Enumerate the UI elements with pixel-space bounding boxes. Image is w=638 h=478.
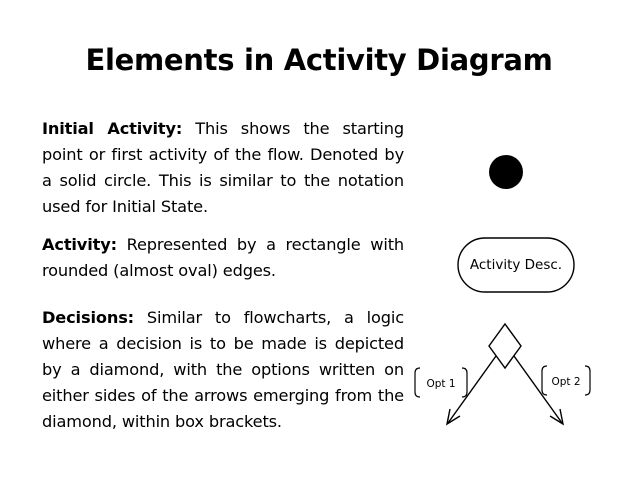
left-option-bracket-open (414, 367, 421, 398)
decision-diamond (488, 322, 522, 370)
solid-circle (489, 155, 523, 189)
activity-symbol: Activity Desc. (457, 237, 575, 293)
slide-title: Elements in Activity Diagram (85, 43, 553, 77)
initial-activity-description: This shows the starting point or first a… (42, 119, 405, 216)
activity-term: Activity: (42, 235, 117, 254)
right-arrow-head (549, 408, 565, 426)
activity-rounded-rectangle (457, 237, 575, 293)
initial-activity-paragraph: Initial Activity: This shows the startin… (42, 116, 404, 220)
activity-description: Represented by a rectangle with rounded … (42, 235, 404, 280)
right-arrow-line (513, 355, 563, 424)
decisions-paragraph: Decisions: Similar to flowcharts, a logi… (42, 305, 404, 435)
activity-paragraph: Activity: Represented by a rectangle wit… (42, 232, 404, 284)
decisions-term: Decisions: (42, 308, 134, 327)
left-arrow-head (445, 408, 461, 426)
activity-symbol-label: Activity Desc. (470, 257, 562, 273)
right-option-bracket-open (541, 365, 548, 396)
decision-symbol: Opt 1 Opt 2 (414, 322, 591, 426)
left-arrow-line (447, 355, 497, 424)
initial-activity-term: Initial Activity: (42, 119, 183, 138)
decisions-description: Similar to flowcharts, a logic where a d… (42, 308, 405, 431)
right-option-label: Opt 2 (551, 376, 580, 388)
initial-activity-symbol (489, 155, 523, 189)
left-option-bracket-close (461, 367, 468, 398)
right-option-bracket-close (584, 365, 591, 396)
left-option-label: Opt 1 (426, 378, 455, 390)
